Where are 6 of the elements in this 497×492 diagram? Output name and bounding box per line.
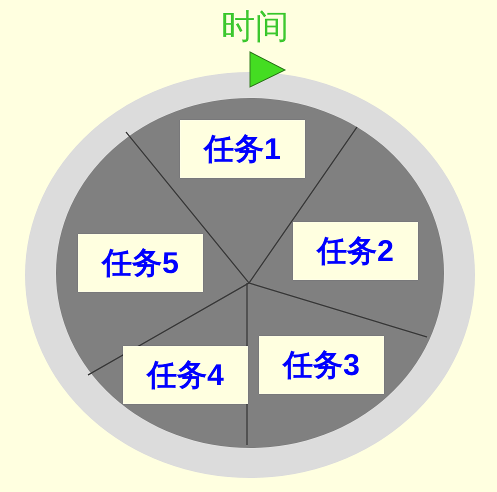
task-label: 任务5	[78, 234, 203, 292]
title: 时间	[220, 7, 290, 48]
task-label: 任务4	[123, 346, 248, 404]
task-label: 任务2	[293, 222, 418, 280]
task-label: 任务1	[180, 120, 305, 178]
task-label: 任务3	[259, 336, 384, 394]
